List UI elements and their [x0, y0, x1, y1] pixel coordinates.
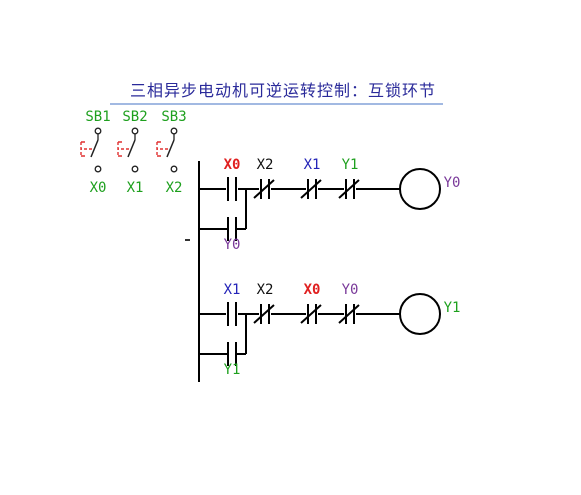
switch-terminal-bottom	[170, 165, 178, 173]
output-coil: Y1	[399, 293, 461, 335]
switch-blade	[90, 139, 99, 158]
switch-terminal-bottom	[94, 165, 102, 173]
switch-actuator-cap	[81, 141, 85, 157]
nc-contact: X0	[300, 282, 322, 324]
contact-label: X1	[304, 157, 321, 173]
switch-actuator-cap	[157, 141, 161, 157]
nc-contact: Y1	[338, 157, 360, 199]
switch-top-label: SB1	[85, 109, 110, 125]
contact-slash	[300, 179, 322, 199]
seal-contact-label: Y1	[224, 362, 241, 378]
nc-contact: Y0	[338, 282, 360, 324]
contact-slash	[253, 179, 275, 199]
nc-contact: X2	[253, 282, 275, 324]
switch-terminal-top	[131, 127, 139, 135]
coil-circle	[399, 168, 441, 210]
switch-blade	[127, 139, 136, 158]
switch-top-label: SB3	[161, 109, 186, 125]
diagram-title: 三相异步电动机可逆运转控制：互锁环节	[130, 81, 436, 100]
contact-gap	[226, 186, 238, 192]
coil-circle	[399, 293, 441, 335]
switch-blade	[166, 139, 175, 158]
contact-label: Y0	[342, 282, 359, 298]
contact-label: X0	[304, 282, 321, 298]
switch-terminal-top	[170, 127, 178, 135]
seal-contact-label: Y0	[224, 237, 241, 253]
switch-actuator	[117, 142, 129, 156]
switch-terminal-top	[94, 127, 102, 135]
nc-contact: X1	[300, 157, 322, 199]
contact-slash	[300, 304, 322, 324]
seal-in-branch: Y1	[199, 314, 247, 378]
contact-gap	[226, 311, 238, 317]
contact-label: X2	[257, 157, 274, 173]
switch-terminal-bottom	[131, 165, 139, 173]
contact-label: X0	[224, 157, 241, 173]
switch-bottom-label: X2	[166, 180, 183, 196]
switch-top-label: SB2	[122, 109, 147, 125]
no-contact: X0	[224, 157, 241, 201]
switch-bottom-label: X1	[127, 180, 144, 196]
switch-actuator	[80, 142, 92, 156]
contact-label: X2	[257, 282, 274, 298]
contact-label: X1	[224, 282, 241, 298]
contact-slash	[338, 304, 360, 324]
contact-slash	[338, 179, 360, 199]
seal-in-branch: Y0	[199, 189, 247, 253]
nc-contact: X2	[253, 157, 275, 199]
no-contact: X1	[224, 282, 241, 326]
coil-label: Y1	[444, 300, 461, 316]
output-coil: Y0	[399, 168, 461, 210]
contact-slash	[253, 304, 275, 324]
coil-label: Y0	[444, 175, 461, 191]
switch-bottom-label: X0	[90, 180, 107, 196]
contact-label: Y1	[342, 157, 359, 173]
switch-actuator-cap	[118, 141, 122, 157]
switch-actuator	[156, 142, 168, 156]
